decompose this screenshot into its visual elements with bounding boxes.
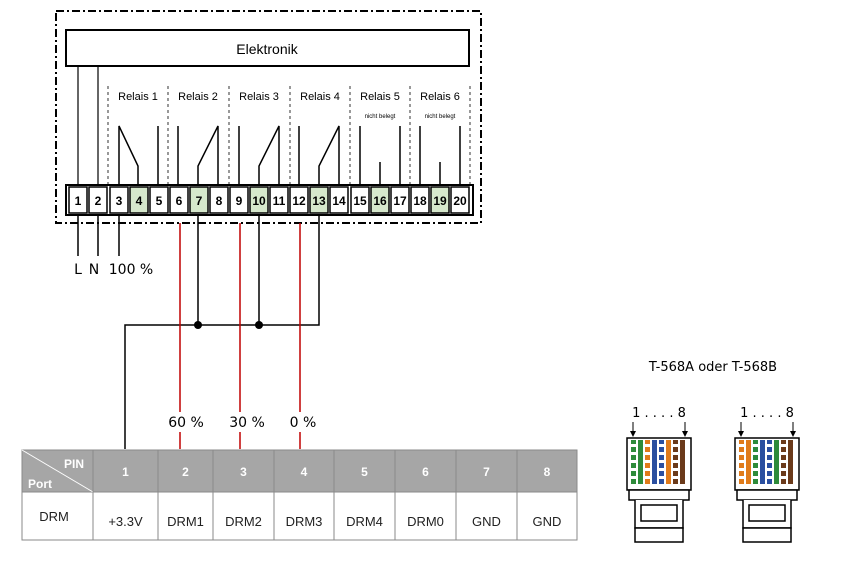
terminal-3-label: 3	[116, 194, 123, 208]
terminal-2-label: 2	[95, 194, 102, 208]
enclosure-border	[55, 10, 482, 224]
wire-label-L: L	[74, 262, 82, 278]
terminal-17: 17	[390, 186, 410, 214]
common-wire	[124, 214, 320, 449]
terminal-20-label: 20	[453, 194, 467, 208]
terminal-16-label: 16	[373, 194, 387, 208]
electronics-label: Elektronik	[236, 41, 298, 57]
relay-5-contacts	[359, 126, 401, 186]
junction-dot	[194, 321, 202, 329]
pin-header-6: 6	[422, 465, 429, 479]
drm-label-60: 60 %	[168, 415, 204, 431]
terminal-9: 9	[229, 186, 249, 214]
pin-value-1: +3.3V	[108, 514, 143, 529]
terminal-2: 2	[88, 186, 108, 214]
terminal-20: 20	[450, 186, 470, 214]
terminal-17-label: 17	[393, 194, 407, 208]
terminal-9-label: 9	[236, 194, 243, 208]
pin-value-8: GND	[533, 514, 562, 529]
relay-1-label: Relais 1	[118, 91, 158, 103]
electronics-box	[65, 29, 470, 67]
relay-6-note: nicht belegt	[425, 114, 456, 120]
pin-value-2: DRM1	[167, 514, 204, 529]
terminal-11: 11	[269, 186, 289, 214]
pin-header-4: 4	[301, 465, 308, 479]
terminal-1: 1	[68, 186, 88, 214]
corner-pin-label: PIN	[64, 457, 84, 471]
junction-dot	[255, 321, 263, 329]
terminal-12: 12	[289, 186, 309, 214]
terminal-19-label: 19	[433, 194, 447, 208]
connector-b-pin-range: 1 . . . . 8	[740, 406, 794, 421]
terminal-7: 7	[189, 186, 209, 214]
terminal-8: 8	[209, 186, 229, 214]
relay-5-label: Relais 5	[360, 91, 400, 103]
relay-3-label: Relais 3	[239, 91, 279, 103]
terminal-18: 18	[410, 186, 430, 214]
connector-t568b	[734, 422, 800, 543]
pin-header-2: 2	[182, 465, 189, 479]
terminal-19: 19	[430, 186, 450, 214]
terminal-10-label: 10	[252, 194, 266, 208]
corner-diagonal	[21, 449, 94, 493]
terminal-8-label: 8	[216, 194, 223, 208]
terminal-12-label: 12	[292, 194, 306, 208]
relay-4-label: Relais 4	[300, 91, 340, 103]
pin-table-row	[21, 491, 578, 541]
relay-1-contacts	[118, 125, 159, 186]
pin-value-5: DRM4	[346, 514, 383, 529]
pin-header-1: 1	[122, 465, 129, 479]
terminal-6: 6	[169, 186, 189, 214]
relay-6-contacts	[419, 126, 461, 186]
terminal-4-label: 4	[136, 194, 143, 208]
terminal-1-label: 1	[75, 194, 82, 208]
terminal-16: 16	[370, 186, 390, 214]
relay-6-label: Relais 6	[420, 91, 460, 103]
drm-wires	[179, 223, 301, 449]
terminal-14-label: 14	[332, 194, 346, 208]
terminal-5: 5	[149, 186, 169, 214]
terminal-15-label: 15	[353, 194, 367, 208]
terminal-10: 10	[249, 186, 269, 214]
terminal-6-label: 6	[176, 194, 183, 208]
pin-header-8: 8	[544, 465, 551, 479]
relay-2-label: Relais 2	[178, 91, 218, 103]
pin-table-header	[21, 449, 578, 493]
pin-value-7: GND	[472, 514, 501, 529]
terminal-14: 14	[329, 186, 349, 214]
pin-value-4: DRM3	[286, 514, 323, 529]
pin-header-7: 7	[483, 465, 490, 479]
connector-t568a	[626, 422, 692, 543]
terminal-13-label: 13	[312, 194, 326, 208]
wire-label-100: 100 %	[109, 262, 153, 278]
corner-port-label: Port	[28, 477, 52, 491]
pin-header-3: 3	[240, 465, 247, 479]
relay-2-contacts	[177, 125, 219, 186]
drm-label-30: 30 %	[229, 415, 265, 431]
terminal-4: 4	[129, 186, 149, 214]
relay-4-contacts	[298, 125, 340, 186]
terminal-5-label: 5	[156, 194, 163, 208]
terminal-3: 3	[109, 186, 129, 214]
terminal-15: 15	[350, 186, 370, 214]
terminal-7-label: 7	[196, 194, 203, 208]
terminal-13: 13	[309, 186, 329, 214]
pin-value-6: DRM0	[407, 514, 444, 529]
pin-value-3: DRM2	[225, 514, 262, 529]
connector-a-pin-range: 1 . . . . 8	[632, 406, 686, 421]
connector-title: T-568A oder T-568B	[648, 360, 777, 375]
relay-5-note: nicht belegt	[365, 114, 396, 120]
terminal-11-label: 11	[273, 194, 286, 208]
pin-header-5: 5	[361, 465, 368, 479]
terminal-18-label: 18	[413, 194, 427, 208]
row-label-drm: DRM	[39, 509, 69, 524]
drm-label-0: 0 %	[290, 415, 317, 431]
wire-label-N: N	[89, 262, 99, 278]
relay-3-contacts	[238, 125, 280, 186]
